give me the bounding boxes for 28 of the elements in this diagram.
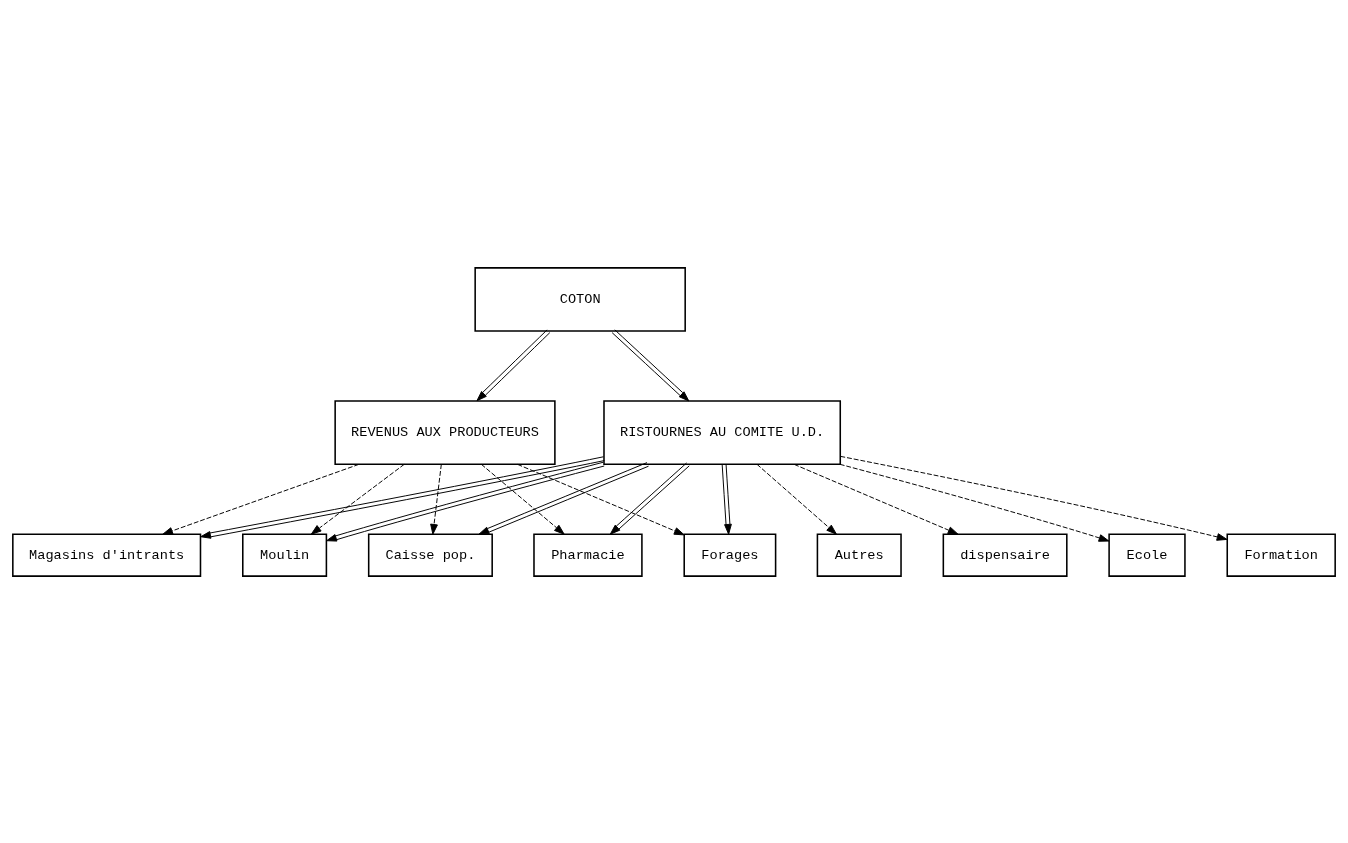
arrow	[517, 463, 685, 535]
arrow	[200, 455, 605, 539]
node-box: Ecole	[1108, 533, 1186, 577]
arrow	[430, 463, 442, 535]
arrow	[476, 328, 551, 401]
arrow	[793, 463, 959, 535]
arrow	[609, 461, 690, 535]
node-box: RISTOURNES AU COMITE U.D.	[603, 399, 842, 465]
arrow	[839, 463, 1110, 542]
node-box: Autres	[816, 533, 902, 577]
arrow	[310, 463, 405, 535]
node-box: Formation	[1226, 533, 1336, 577]
node-box: Pharmacie	[533, 533, 643, 577]
node-box: Forages	[683, 533, 777, 577]
arrow	[611, 328, 690, 401]
arrow	[839, 455, 1228, 541]
arrow	[162, 463, 360, 535]
arrow	[480, 463, 565, 535]
arrow	[326, 461, 605, 542]
arrow	[478, 461, 649, 535]
arrow	[756, 463, 837, 535]
node-box: Moulin	[242, 533, 328, 577]
node-box: Magasins d'intrants	[12, 533, 202, 577]
node-box: COTON	[474, 266, 686, 332]
node-box: dispensaire	[942, 533, 1068, 577]
node-box: Caisse pop.	[367, 533, 493, 577]
arrow	[721, 463, 732, 535]
node-box: REVENUS AUX PRODUCTEURS	[334, 399, 556, 465]
